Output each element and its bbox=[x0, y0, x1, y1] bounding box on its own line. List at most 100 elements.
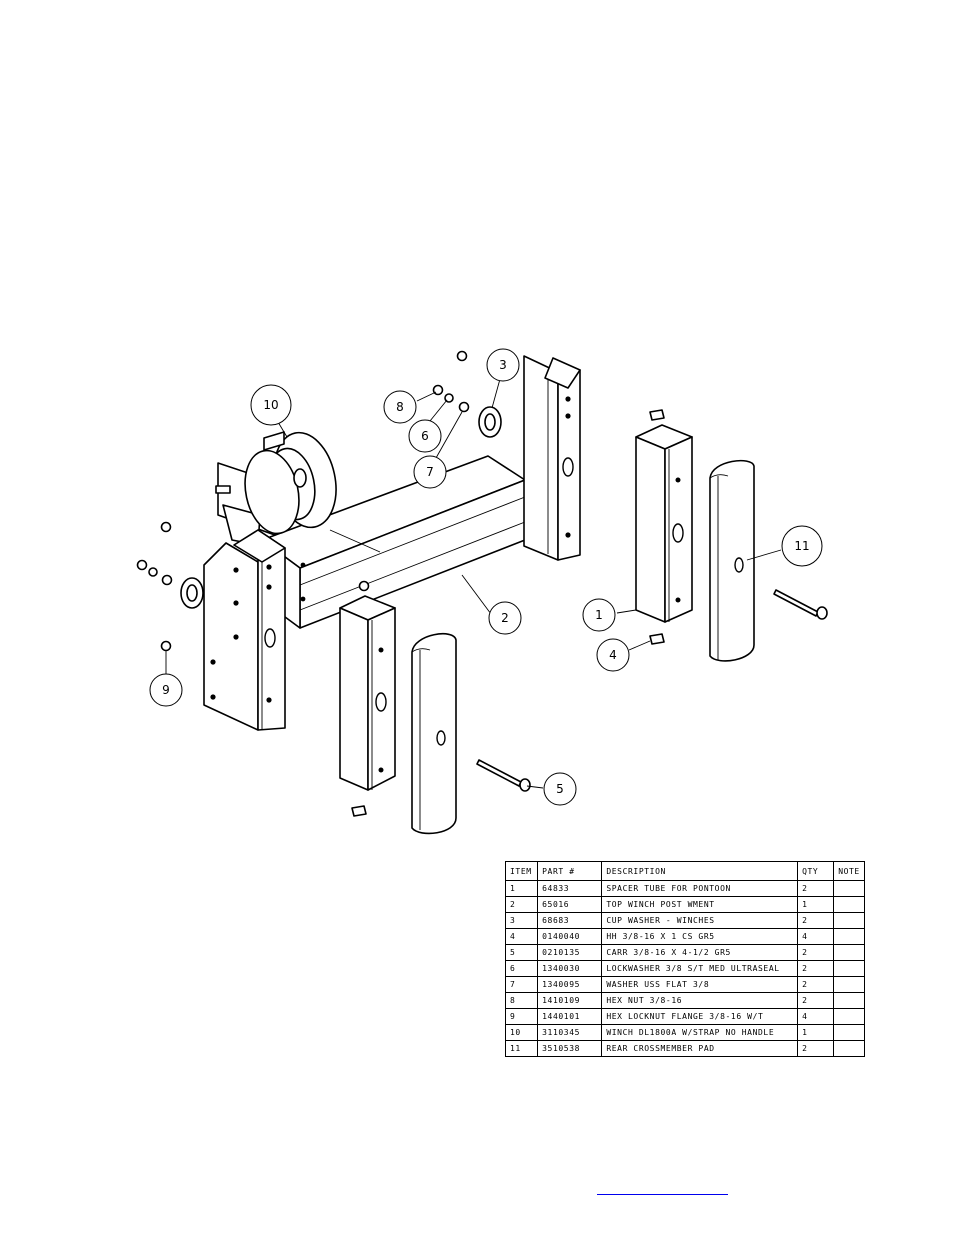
bom-part-number: 1440101 bbox=[537, 1008, 603, 1025]
bom-description: CARR 3/8-16 X 4-1/2 GR5 bbox=[601, 944, 799, 961]
bom-part-number: 64833 bbox=[537, 880, 603, 897]
cup-washer-left bbox=[180, 577, 204, 609]
bom-note bbox=[833, 976, 865, 993]
bom-part-number: 1340095 bbox=[537, 976, 603, 993]
bom-description: SPACER TUBE FOR PONTOON bbox=[601, 880, 799, 897]
item-bubble-2: 2 bbox=[488, 601, 522, 635]
bom-qty: 2 bbox=[797, 976, 835, 993]
right-bracket bbox=[523, 355, 581, 561]
bom-item: 11 bbox=[504, 1040, 539, 1057]
svg-text:7: 7 bbox=[426, 465, 434, 479]
item-bubble-9: 9 bbox=[149, 673, 183, 707]
svg-text:9: 9 bbox=[162, 683, 170, 697]
cup-washer-right bbox=[478, 406, 502, 438]
bom-description: LOCKWASHER 3/8 S/T MED ULTRASEAL bbox=[601, 960, 799, 977]
bom-description: TOP WINCH POST WMENT bbox=[601, 896, 799, 913]
crossmember-pad-right bbox=[709, 459, 755, 662]
bom-qty: 1 bbox=[797, 1024, 835, 1041]
bom-description: HEX LOCKNUT FLANGE 3/8-16 W/T bbox=[601, 1008, 799, 1025]
bom-qty: 2 bbox=[797, 1040, 835, 1057]
left-bracket bbox=[203, 529, 306, 731]
bom-qty: 2 bbox=[797, 880, 835, 897]
bom-qty: 2 bbox=[797, 912, 835, 929]
bom-item: 9 bbox=[504, 1008, 539, 1025]
bom-note bbox=[833, 960, 865, 977]
bom-qty: 4 bbox=[797, 928, 835, 945]
svg-text:10: 10 bbox=[263, 398, 278, 412]
item-bubble-7: 7 bbox=[413, 455, 447, 489]
svg-text:11: 11 bbox=[794, 539, 809, 553]
bom-header-note: NOTE bbox=[833, 861, 865, 881]
bom-part-number: 0210135 bbox=[537, 944, 603, 961]
bom-header-part: PART # bbox=[537, 861, 603, 881]
item-bubble-6: 6 bbox=[408, 419, 442, 453]
item-bubble-3: 3 bbox=[486, 348, 520, 382]
nuts-and-washers bbox=[136, 350, 470, 652]
bom-description: WINCH DL1800A W/STRAP NO HANDLE bbox=[601, 1024, 799, 1041]
svg-text:2: 2 bbox=[501, 611, 509, 625]
svg-text:1: 1 bbox=[595, 608, 603, 622]
bom-item: 1 bbox=[504, 880, 539, 897]
hex-bolts bbox=[351, 409, 665, 817]
item-bubble-8: 8 bbox=[383, 390, 417, 424]
bom-header-row: ITEM PART # DESCRIPTION QTY NOTE bbox=[504, 861, 865, 881]
bom-part-number: 68683 bbox=[537, 912, 603, 929]
bom-note bbox=[833, 992, 865, 1009]
spacer-tube-front bbox=[339, 595, 396, 791]
bom-description: HEX NUT 3/8-16 bbox=[601, 992, 799, 1009]
bom-part-number: 3510538 bbox=[537, 1040, 603, 1057]
spacer-tube-right bbox=[635, 424, 693, 623]
bom-item: 8 bbox=[504, 992, 539, 1009]
bom-note bbox=[833, 928, 865, 945]
bom-part-number: 3110345 bbox=[537, 1024, 603, 1041]
bom-note bbox=[833, 944, 865, 961]
bom-qty: 2 bbox=[797, 992, 835, 1009]
bom-item: 10 bbox=[504, 1024, 539, 1041]
bom-qty: 2 bbox=[797, 944, 835, 961]
svg-text:4: 4 bbox=[609, 648, 617, 662]
leader-lines bbox=[165, 378, 782, 789]
bom-description: WASHER USS FLAT 3/8 bbox=[601, 976, 799, 993]
bom-part-number: 0140040 bbox=[537, 928, 603, 945]
svg-text:8: 8 bbox=[396, 400, 404, 414]
bom-item: 6 bbox=[504, 960, 539, 977]
item-bubble-4: 4 bbox=[596, 638, 630, 672]
bom-part-number: 65016 bbox=[537, 896, 603, 913]
bom-item: 7 bbox=[504, 976, 539, 993]
bom-note bbox=[833, 1040, 865, 1057]
callout-bubbles: 1 2 3 4 5 6 7 8 9 10 11 bbox=[149, 348, 823, 806]
item-bubble-11: 11 bbox=[781, 525, 823, 567]
bom-header-item: ITEM bbox=[504, 861, 539, 881]
bom-item: 2 bbox=[504, 896, 539, 913]
bom-note bbox=[833, 1008, 865, 1025]
bom-description: REAR CROSSMEMBER PAD bbox=[601, 1040, 799, 1057]
bom-part-number: 1340030 bbox=[537, 960, 603, 977]
bom-item: 3 bbox=[504, 912, 539, 929]
item-bubble-5: 5 bbox=[543, 772, 577, 806]
bom-item: 4 bbox=[504, 928, 539, 945]
svg-text:6: 6 bbox=[421, 429, 429, 443]
bom-qty: 1 bbox=[797, 896, 835, 913]
bom-qty: 2 bbox=[797, 960, 835, 977]
bom-header-qty: QTY bbox=[797, 861, 835, 881]
bom-note bbox=[833, 912, 865, 929]
footer-link[interactable] bbox=[597, 1180, 728, 1195]
bom-note bbox=[833, 896, 865, 913]
bom-description: CUP WASHER - WINCHES bbox=[601, 912, 799, 929]
item-bubble-1: 1 bbox=[582, 598, 616, 632]
bom-item: 5 bbox=[504, 944, 539, 961]
bom-note bbox=[833, 880, 865, 897]
crossmember-pad-front bbox=[411, 632, 457, 835]
